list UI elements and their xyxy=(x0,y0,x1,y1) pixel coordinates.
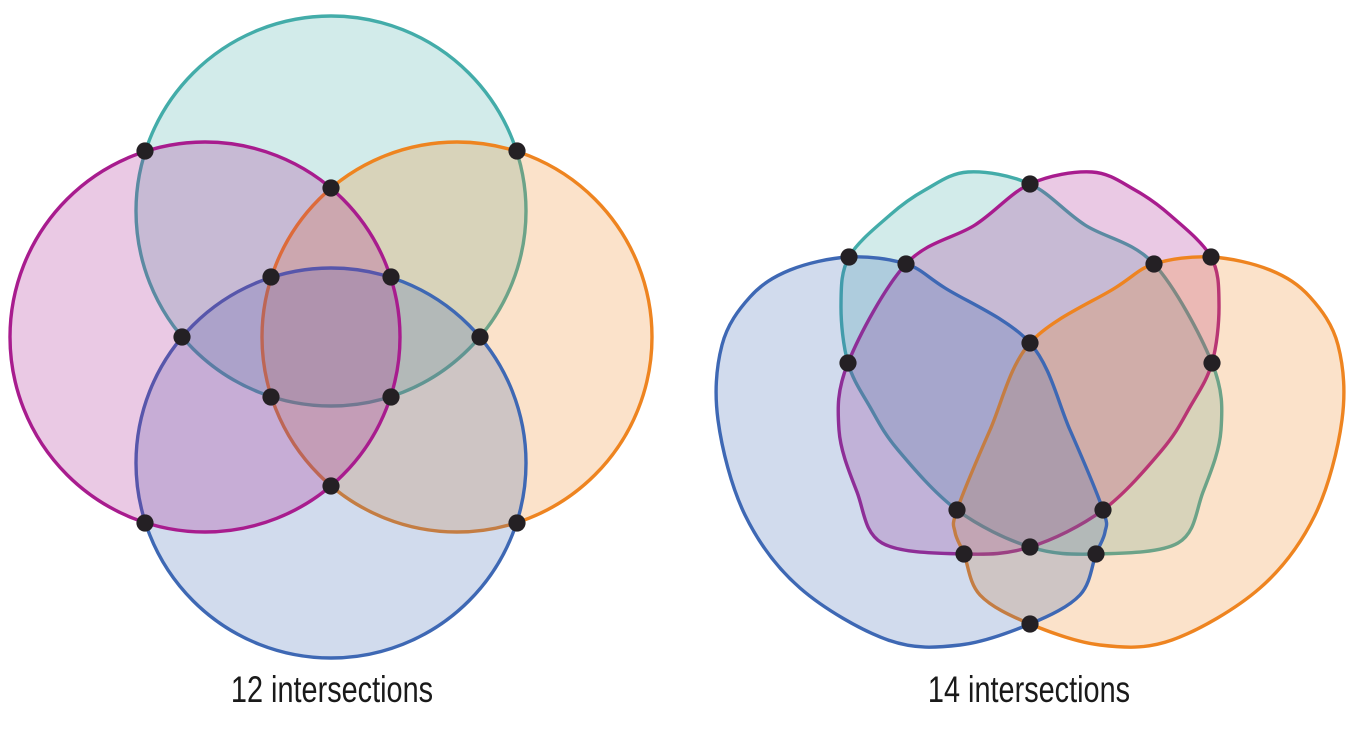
right-intersection-dot xyxy=(1021,334,1039,352)
left-diagram xyxy=(8,14,654,660)
right-intersection-dot xyxy=(1021,175,1039,193)
right-intersection-dot xyxy=(1094,501,1112,519)
right-intersection-dot xyxy=(1021,615,1039,633)
left-intersection-dot xyxy=(136,142,154,160)
left-intersection-dot xyxy=(382,388,400,406)
right-caption: 14 intersections xyxy=(927,669,1131,710)
right-intersection-dot xyxy=(1087,545,1105,563)
left-orange-circle xyxy=(260,140,654,534)
left-blue-circle xyxy=(134,266,528,660)
left-intersection-dot xyxy=(471,328,489,346)
left-intersection-dot xyxy=(322,477,340,495)
left-intersection-dot xyxy=(262,268,280,286)
right-intersection-dot xyxy=(1202,248,1220,266)
right-intersection-dot xyxy=(955,545,973,563)
left-caption: 12 intersections xyxy=(230,669,434,710)
right-intersection-dot xyxy=(948,501,966,519)
left-intersection-dot xyxy=(508,514,526,532)
right-intersection-dot xyxy=(839,354,857,372)
left-magenta-circle xyxy=(8,140,402,534)
right-intersection-dot xyxy=(1021,538,1039,556)
left-intersection-dot xyxy=(136,514,154,532)
left-intersection-dot xyxy=(382,268,400,286)
right-diagram xyxy=(714,170,1346,649)
left-intersection-dot xyxy=(508,142,526,160)
left-intersection-dot xyxy=(322,179,340,197)
left-intersection-dot xyxy=(262,388,280,406)
right-intersection-dot xyxy=(1203,354,1221,372)
right-intersection-dot xyxy=(897,255,915,273)
right-intersection-dot xyxy=(1145,255,1163,273)
right-intersection-dot xyxy=(840,248,858,266)
left-intersection-dot xyxy=(173,328,191,346)
left-teal-circle xyxy=(134,14,528,408)
